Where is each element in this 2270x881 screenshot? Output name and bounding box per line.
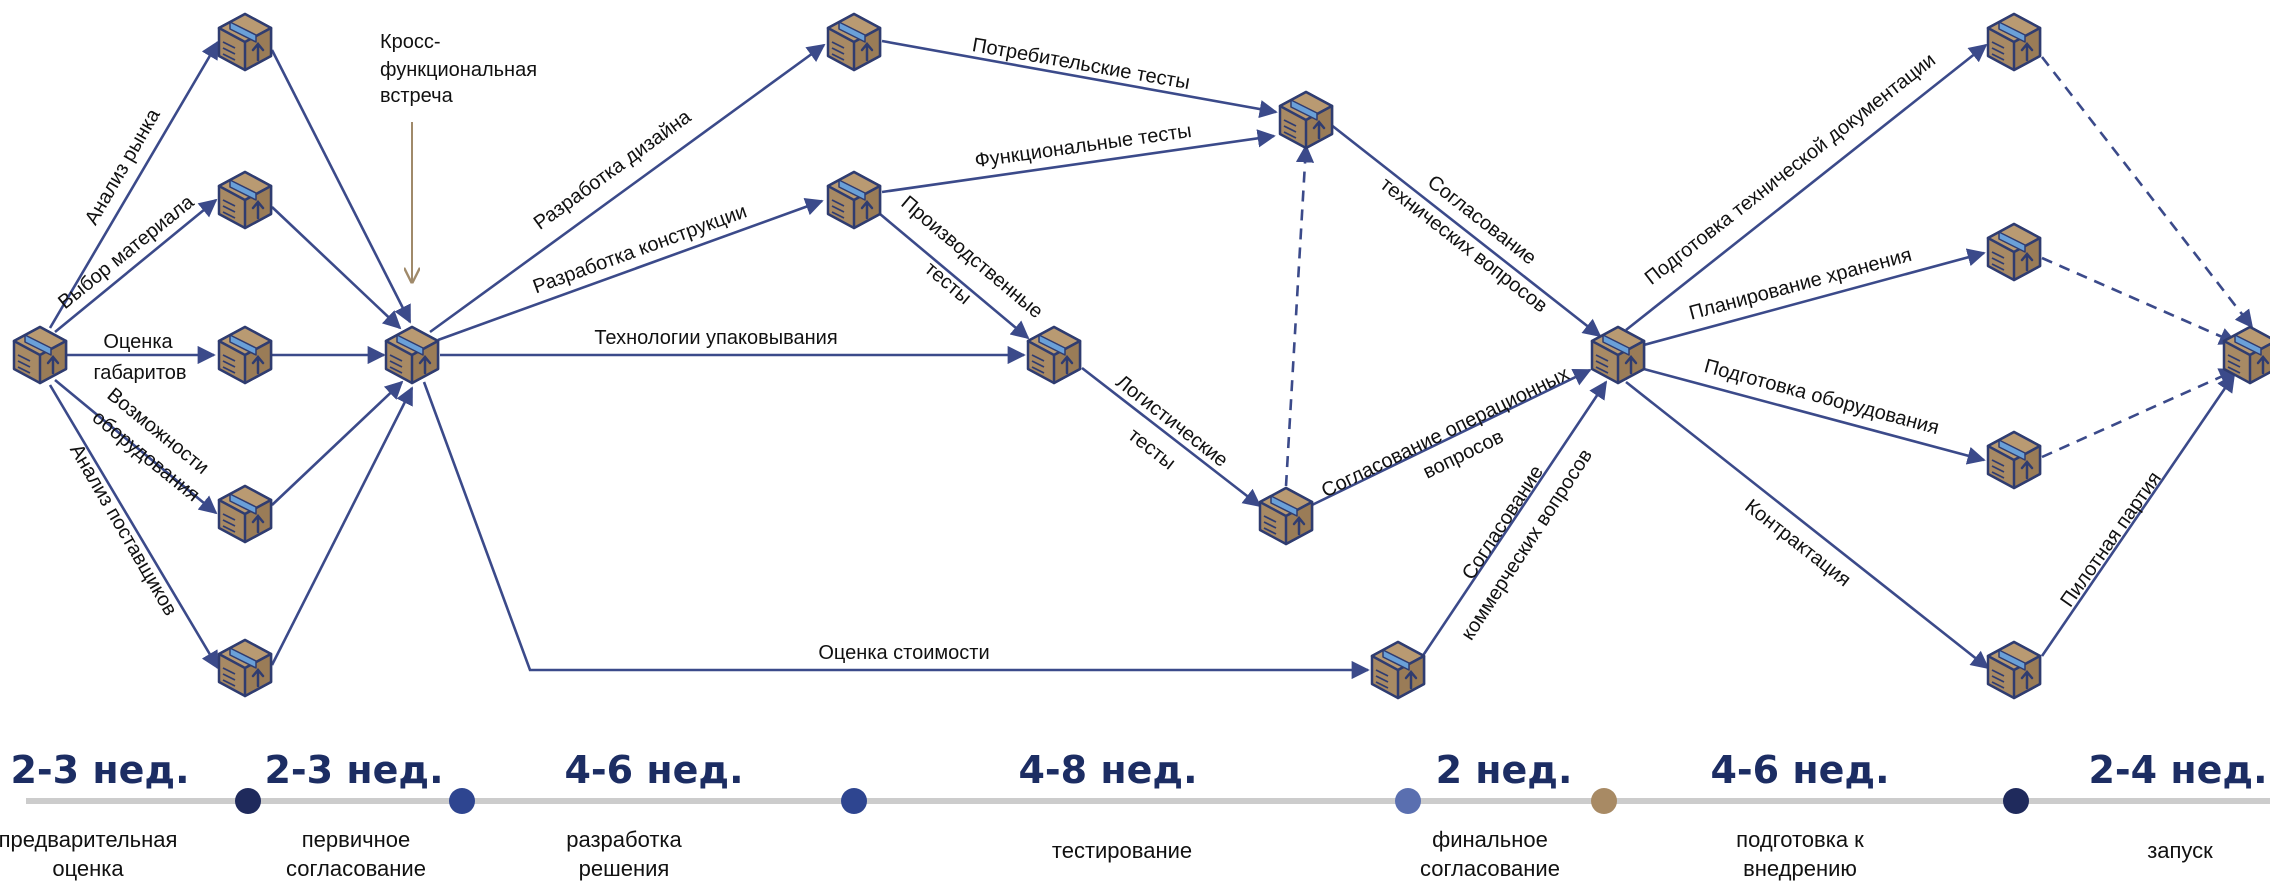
package-box-icon	[2222, 325, 2270, 385]
package-box-icon	[1026, 325, 1082, 385]
label-material-choice: Выбор материала	[54, 190, 199, 313]
stage-6-line-2: внедрению	[1743, 856, 1857, 881]
stage-1-line-1: предварительная	[0, 827, 177, 852]
edge-start-equipment	[54, 378, 218, 515]
edge-start-market	[48, 40, 220, 329]
dashed-edges	[1284, 56, 2254, 487]
edge-oper-agreement	[1311, 368, 1592, 507]
package-box-icon	[1986, 640, 2042, 700]
edge-dashed-up	[1284, 144, 1315, 487]
package-box-icon	[1986, 430, 2042, 490]
edge-comm-agreement	[1418, 380, 1608, 661]
duration-7: 2-4 нед.	[2088, 748, 2267, 792]
edge-material-meeting	[271, 206, 402, 330]
duration-5: 2 нед.	[1436, 748, 1573, 792]
edge-equipment-meeting	[271, 380, 404, 506]
package-box-icon	[1258, 486, 1314, 546]
stage-2-line-2: согласование	[286, 856, 426, 881]
label-market-analysis: Анализ рынка	[81, 104, 165, 228]
package-box-icon	[217, 484, 273, 544]
package-box-icon	[826, 12, 882, 72]
edge-labels: Анализ рынка Выбор материала Оценка габа…	[54, 34, 2166, 664]
edge-market-meeting	[270, 49, 412, 324]
timeline-dot	[841, 788, 867, 814]
label-equip-prep: Подготовка оборудования	[1702, 355, 1942, 439]
stage-4-line-1: тестирование	[1052, 838, 1192, 863]
stage-7-line-1: запуск	[2147, 838, 2213, 863]
stage-5-line-2: согласование	[1420, 856, 1560, 881]
duration-3: 4-6 нед.	[564, 748, 743, 792]
edge-documentation	[1625, 43, 1988, 332]
edge-design	[429, 43, 826, 334]
edge-functional-tests	[881, 129, 1276, 194]
edge-tech-agreement	[1329, 122, 1602, 338]
stage-3-line-2: решения	[579, 856, 670, 881]
package-box-icon	[1370, 640, 1426, 700]
package-box-icon	[217, 325, 273, 385]
edge-cost	[422, 381, 1370, 680]
edge-dashed-r2	[2041, 256, 2238, 345]
package-box-icon	[384, 325, 440, 385]
duration-1: 2-3 нед.	[10, 748, 189, 792]
label-design: Разработка дизайна	[530, 105, 696, 234]
edge-pilot	[2040, 373, 2236, 657]
package-box-icon	[1590, 325, 1646, 385]
package-box-icon	[1986, 12, 2042, 72]
timeline-dot	[235, 788, 261, 814]
edge-production-tests	[879, 213, 1030, 340]
note-line-1: Кросс-	[380, 31, 441, 53]
package-box-icon	[826, 170, 882, 230]
note-line-3: встреча	[380, 85, 454, 107]
duration-2: 2-3 нед.	[264, 748, 443, 792]
duration-6: 4-6 нед.	[1710, 748, 1889, 792]
edge-construction	[437, 198, 824, 342]
edge-start-suppliers	[48, 384, 220, 670]
label-dimensions-2: габаритов	[93, 362, 186, 384]
timeline: 2-3 нед. 2-3 нед. 4-6 нед. 4-8 нед. 2 не…	[0, 748, 2270, 881]
timeline-dot	[1591, 788, 1617, 814]
package-box-icon	[217, 638, 273, 698]
edges	[48, 39, 2236, 680]
stage-3-line-1: разработка	[566, 827, 682, 852]
stage-2-line-1: первичное	[302, 827, 410, 852]
edge-consumer-tests	[881, 39, 1278, 119]
edge-contracting	[1625, 380, 1990, 670]
note-line-2: функциональная	[380, 59, 537, 81]
timeline-dot	[1395, 788, 1421, 814]
edge-suppliers-meeting	[270, 386, 414, 666]
edge-start-material	[54, 198, 218, 334]
edge-storage	[1639, 248, 1986, 348]
stage-5-line-1: финальное	[1432, 827, 1548, 852]
label-packaging-tech: Технологии упаковывания	[594, 327, 837, 349]
edge-logistics-tests	[1081, 366, 1262, 508]
edge-dashed-r1	[2040, 56, 2254, 329]
label-contracting: Контрактация	[1741, 495, 1855, 591]
duration-4: 4-8 нед.	[1018, 748, 1197, 792]
package-box-icon	[217, 12, 273, 72]
stage-1-line-2: оценка	[52, 856, 124, 881]
edge-equip-prep	[1639, 366, 1986, 465]
package-box-icon	[1986, 222, 2042, 282]
cross-functional-note: Кросс- функциональная встреча	[380, 31, 537, 107]
label-dimensions-1: Оценка	[103, 331, 173, 353]
edge-dashed-r3	[2041, 368, 2238, 459]
label-production-1: Производственные	[897, 192, 1047, 323]
package-box-icon	[1278, 90, 1334, 150]
package-box-icon	[217, 170, 273, 230]
stage-6-line-1: подготовка к	[1736, 827, 1864, 852]
label-cost: Оценка стоимости	[818, 642, 989, 664]
package-box-icon	[12, 325, 68, 385]
label-pilot: Пилотная партия	[2056, 468, 2166, 611]
timeline-dot	[2003, 788, 2029, 814]
timeline-dot	[449, 788, 475, 814]
